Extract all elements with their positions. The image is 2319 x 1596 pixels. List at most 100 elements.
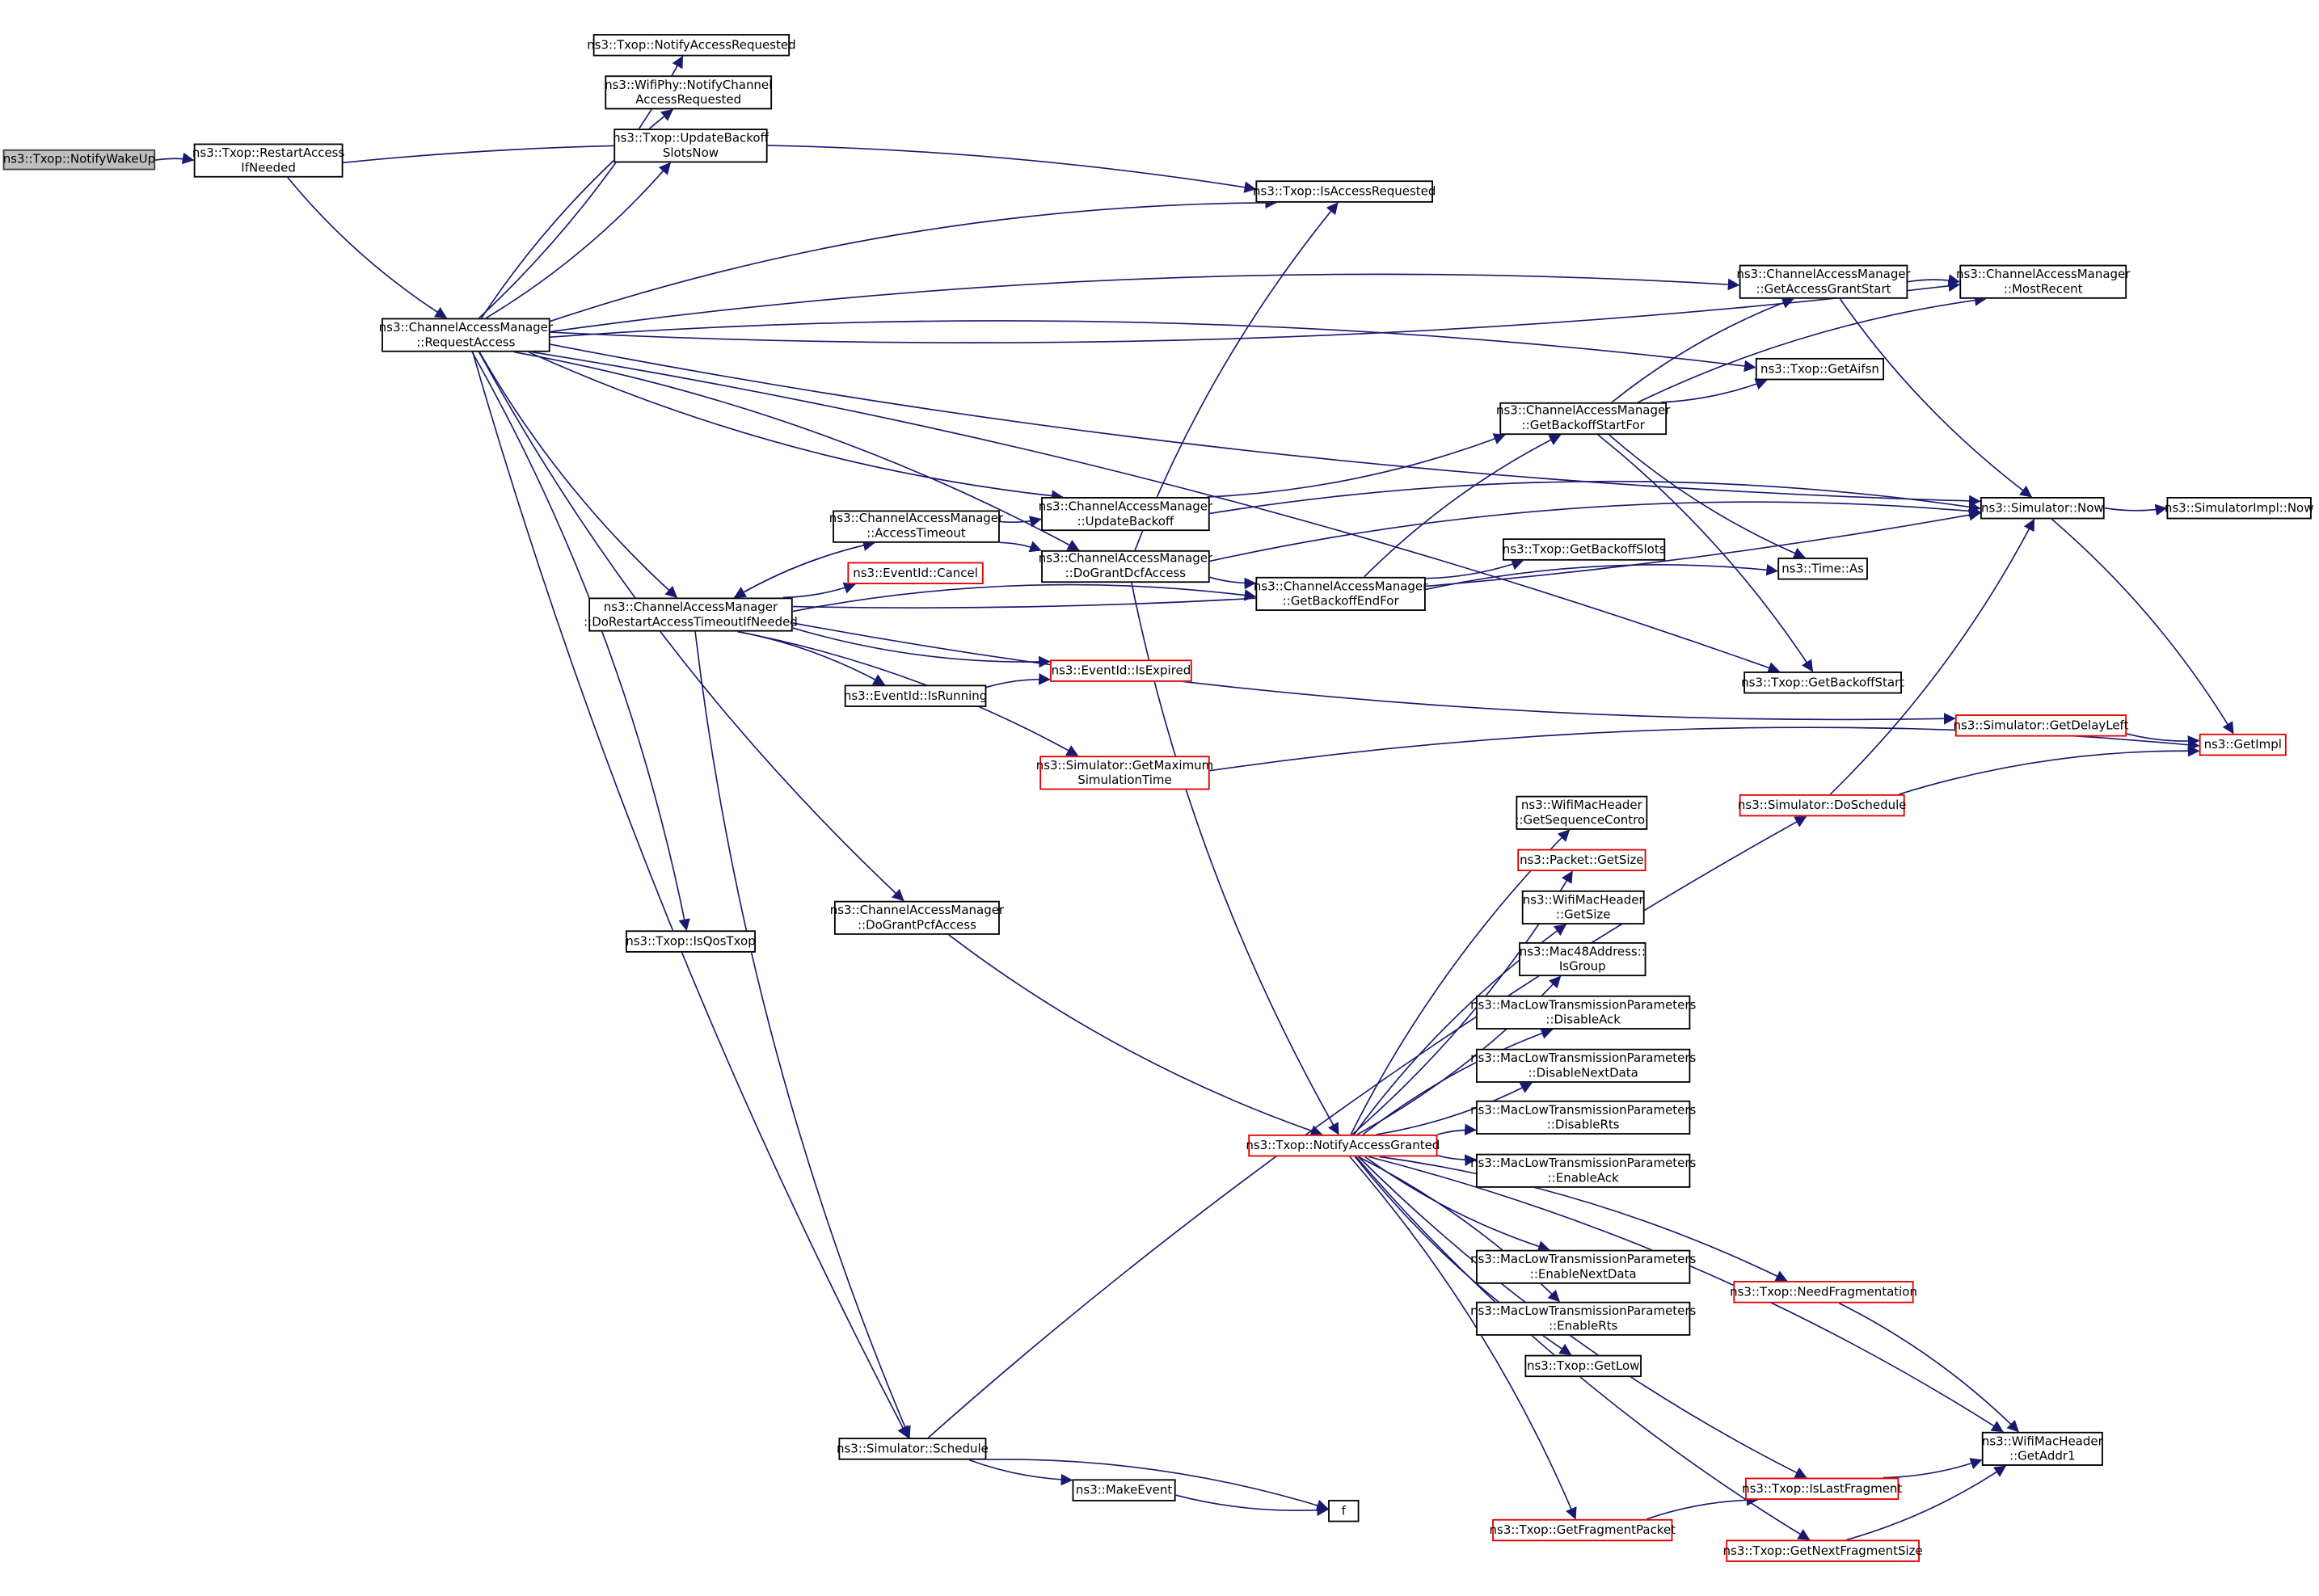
node-get-sequence-control[interactable]: ns3::WifiMacHeader::GetSequenceControl: [1515, 795, 1649, 830]
node-label: ns3::Txop::NotifyAccessGranted: [1246, 1137, 1440, 1152]
call-edge: [1660, 378, 1768, 403]
node-label: ns3::Simulator::DoSchedule: [1737, 797, 1907, 812]
node-label: ns3::ChannelAccessManager: [1495, 402, 1671, 418]
node-get-low[interactable]: ns3::Txop::GetLow: [1524, 1354, 1642, 1378]
node-label: ns3::MacLowTransmissionParameters: [1470, 1155, 1697, 1170]
node-most-recent[interactable]: ns3::ChannelAccessManager::MostRecent: [1956, 264, 2130, 299]
call-edge: [1899, 744, 2200, 795]
node-label: ns3::MakeEvent: [1075, 1481, 1173, 1497]
node-event-id-is-expired[interactable]: ns3::EventId::IsExpired: [1050, 659, 1192, 682]
node-label: ::GetBackoffEndFor: [1282, 592, 1399, 608]
node-disable-rts[interactable]: ns3::MacLowTransmissionParameters::Disab…: [1470, 1100, 1696, 1135]
node-get-addr1[interactable]: ns3::WifiMacHeader::GetAddr1: [1981, 1431, 2103, 1466]
call-edge: [1425, 558, 1524, 579]
node-label: ::GetSequenceControl: [1515, 811, 1649, 827]
node-simulator-impl-now[interactable]: ns3::SimulatorImpl::Now: [2165, 497, 2313, 520]
node-label: ns3::WifiMacHeader: [1520, 797, 1642, 812]
node-need-fragmentation[interactable]: ns3::Txop::NeedFragmentation: [1730, 1281, 1917, 1303]
node-label: ns3::ChannelAccessManager: [1736, 266, 1911, 281]
node-get-next-fragment-size[interactable]: ns3::Txop::GetNextFragmentSize: [1723, 1539, 1923, 1562]
node-get-fragment-packet[interactable]: ns3::Txop::GetFragmentPacket: [1490, 1518, 1676, 1542]
node-label: ::EnableRts: [1549, 1316, 1618, 1333]
call-edge: [694, 631, 911, 1438]
call-edge: [1175, 1494, 1329, 1517]
node-header-get-size[interactable]: ns3::WifiMacHeader::GetSize: [1521, 890, 1645, 924]
node-do-schedule[interactable]: ns3::Simulator::DoSchedule: [1737, 794, 1907, 817]
node-label: ns3::ChannelAccessManager: [829, 902, 1005, 917]
node-label: ns3::Simulator::GetDelayLeft: [1953, 717, 2129, 732]
node-simulator-now[interactable]: ns3::Simulator::Now: [1980, 497, 2105, 520]
node-f[interactable]: f: [1328, 1500, 1360, 1522]
node-label: ns3::Txop::GetLow: [1526, 1357, 1640, 1373]
node-simulator-schedule[interactable]: ns3::Simulator::Schedule: [837, 1438, 989, 1460]
node-enable-ack[interactable]: ns3::MacLowTransmissionParameters::Enabl…: [1470, 1153, 1696, 1188]
node-do-grant-dcf-access[interactable]: ns3::ChannelAccessManager::DoGrantDcfAcc…: [1039, 550, 1212, 583]
node-get-backoff-end-for[interactable]: ns3::ChannelAccessManager::GetBackoffEnd…: [1254, 576, 1427, 611]
call-edge: [1364, 434, 1562, 578]
call-edge: [782, 582, 856, 599]
call-edge: [550, 343, 1981, 507]
node-time-as[interactable]: ns3::Time::As: [1777, 558, 1868, 580]
node-get-backoff-start-for[interactable]: ns3::ChannelAccessManager::GetBackoffSta…: [1495, 402, 1671, 436]
node-label: ns3::Packet::GetSize: [1520, 851, 1644, 867]
node-label: ns3::Txop::GetAifsn: [1760, 360, 1879, 376]
node-label: ::GetAccessGrantStart: [1756, 280, 1891, 296]
node-get-backoff-slots[interactable]: ns3::Txop::GetBackoffSlots: [1502, 538, 1666, 561]
node-label: ns3::Txop::IsQosTxop: [626, 933, 756, 948]
node-is-qos-txop[interactable]: ns3::Txop::IsQosTxop: [625, 930, 756, 953]
node-notify-access-requested[interactable]: ns3::Txop::NotifyAccessRequested: [587, 34, 796, 57]
node-is-last-fragment[interactable]: ns3::Txop::IsLastFragment: [1742, 1477, 1902, 1501]
node-label: SimulationTime: [1077, 771, 1172, 786]
call-edge: [1209, 501, 1981, 562]
node-access-timeout[interactable]: ns3::ChannelAccessManager::AccessTimeout: [829, 510, 1003, 543]
node-label: ns3::MacLowTransmissionParameters: [1470, 1050, 1697, 1065]
node-label: ns3::MacLowTransmissionParameters: [1470, 1303, 1697, 1318]
node-get-backoff-start[interactable]: ns3::Txop::GetBackoffStart: [1741, 672, 1904, 694]
node-notify-access-granted[interactable]: ns3::Txop::NotifyAccessGranted: [1246, 1134, 1440, 1157]
call-edge: [1839, 298, 2033, 498]
node-label: ::DisableAck: [1545, 1011, 1621, 1026]
node-enable-next-data[interactable]: ns3::MacLowTransmissionParameters::Enabl…: [1470, 1249, 1696, 1284]
node-get-access-grant-start[interactable]: ns3::ChannelAccessManager::GetAccessGran…: [1736, 264, 1911, 299]
node-enable-rts[interactable]: ns3::MacLowTransmissionParameters::Enabl…: [1470, 1301, 1696, 1336]
node-label: ns3::EventId::Cancel: [853, 564, 978, 579]
node-event-id-cancel[interactable]: ns3::EventId::Cancel: [847, 562, 984, 585]
node-label: IsGroup: [1558, 958, 1606, 973]
node-label: ns3::Txop::GetBackoffSlots: [1502, 541, 1666, 556]
node-label: ::AccessTimeout: [866, 524, 966, 541]
call-edge: [479, 352, 678, 599]
node-label: ::MostRecent: [2003, 280, 2083, 296]
call-edge: [1883, 1458, 1983, 1479]
call-edge: [1611, 297, 1794, 403]
node-request-access[interactable]: ns3::ChannelAccessManager::RequestAccess: [379, 318, 553, 352]
node-event-id-is-running[interactable]: ns3::EventId::IsRunning: [844, 684, 987, 707]
node-label: ::DoGrantDcfAccess: [1065, 565, 1187, 580]
node-get-delay-left[interactable]: ns3::Simulator::GetDelayLeft: [1953, 714, 2129, 737]
node-is-group[interactable]: ns3::Mac48Address::IsGroup: [1519, 941, 1646, 977]
node-label: ::DoRestartAccessTimeoutIfNeeded: [584, 613, 798, 629]
node-disable-next-data[interactable]: ns3::MacLowTransmissionParameters::Disab…: [1470, 1048, 1696, 1083]
node-get-impl[interactable]: ns3::GetImpl: [2199, 733, 2287, 756]
call-edge: [514, 351, 1080, 551]
node-label: ns3::Txop::NotifyWakeUp: [2, 151, 156, 166]
node-label: ns3::GetImpl: [2203, 735, 2282, 752]
node-is-access-requested[interactable]: ns3::Txop::IsAccessRequested: [1253, 180, 1436, 203]
node-packet-get-size[interactable]: ns3::Packet::GetSize: [1517, 849, 1646, 872]
node-disable-ack[interactable]: ns3::MacLowTransmissionParameters::Disab…: [1470, 995, 1696, 1030]
node-do-grant-pcf-access[interactable]: ns3::ChannelAccessManager::DoGrantPcfAcc…: [830, 900, 1004, 935]
node-label: ns3::Txop::IsAccessRequested: [1253, 183, 1436, 198]
call-edge: [792, 627, 1051, 668]
node-get-aifsn[interactable]: ns3::Txop::GetAifsn: [1755, 357, 1885, 381]
call-edge: [1207, 433, 1506, 498]
node-do-restart-access-timeout-if-needed[interactable]: ns3::ChannelAccessManager::DoRestartAcce…: [584, 597, 798, 632]
call-edge: [343, 144, 1257, 193]
node-label: ns3::MacLowTransmissionParameters: [1470, 1101, 1697, 1117]
call-edge: [154, 152, 195, 165]
node-make-event[interactable]: ns3::MakeEvent: [1072, 1479, 1176, 1501]
call-edge: [1376, 1082, 1533, 1135]
node-update-backoff[interactable]: ns3::ChannelAccessManager::UpdateBackoff: [1039, 497, 1212, 532]
